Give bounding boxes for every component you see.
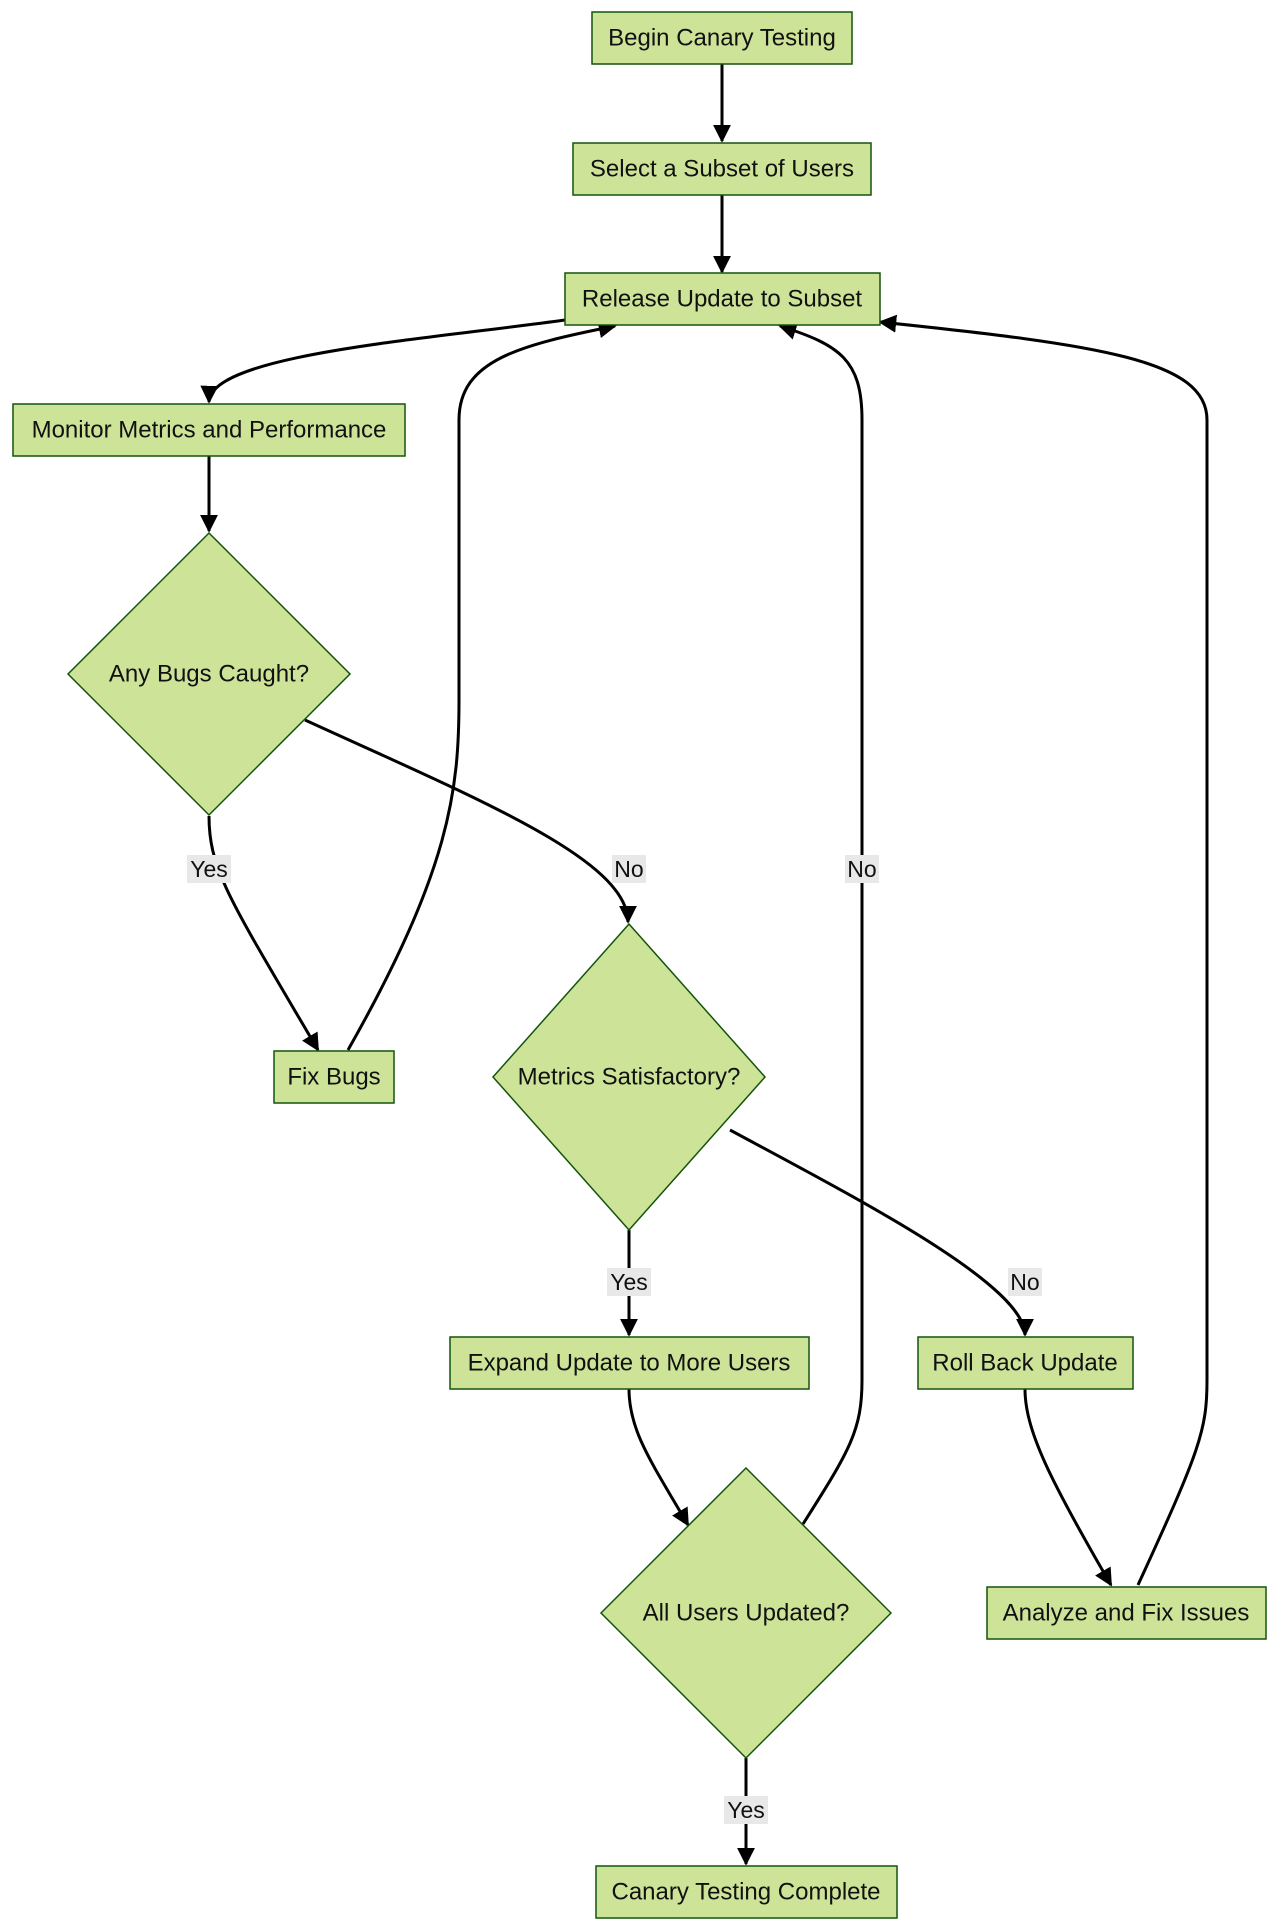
svg-text:Expand Update to More Users: Expand Update to More Users [468,1350,791,1377]
edge-rollback-to-analyze [1023,1388,1113,1587]
nodes: Begin Canary Testing Select a Subset of … [12,11,1267,1919]
svg-text:Select a Subset of Users: Select a Subset of Users [590,156,854,183]
node-metrics-decision: Metrics Satisfactory? [491,922,767,1232]
edge-release-to-monitor [200,318,566,404]
svg-text:Begin Canary Testing: Begin Canary Testing [608,25,836,52]
node-monitor-metrics: Monitor Metrics and Performance [12,403,406,457]
svg-text:No: No [614,856,643,882]
svg-text:Monitor Metrics and Performanc: Monitor Metrics and Performance [32,417,387,444]
edge-label-bugs-yes: Yes [187,855,231,883]
svg-text:All Users Updated?: All Users Updated? [643,1600,850,1627]
edge-label-bugs-no: No [612,855,646,883]
svg-text:Canary Testing Complete: Canary Testing Complete [611,1879,880,1906]
node-any-bugs-decision: Any Bugs Caught? [66,531,352,817]
node-roll-back-update: Roll Back Update [917,1336,1134,1390]
node-release-update: Release Update to Subset [564,272,881,326]
svg-text:Analyze and Fix Issues: Analyze and Fix Issues [1003,1600,1250,1627]
node-select-subset: Select a Subset of Users [572,142,872,196]
edge-label-metrics-yes: Yes [607,1268,651,1296]
svg-text:Roll Back Update: Roll Back Update [932,1350,1117,1377]
svg-text:Metrics Satisfactory?: Metrics Satisfactory? [518,1064,741,1091]
edge-bugs-yes-to-fix-bugs [207,815,320,1052]
edge-labels: Yes No No Yes No Yes [187,855,1042,1824]
svg-text:Fix Bugs: Fix Bugs [287,1064,380,1091]
svg-text:Yes: Yes [610,1269,648,1295]
edge-fix-bugs-to-release [346,320,617,1051]
svg-text:Release Update to Subset: Release Update to Subset [582,286,863,313]
edge-analyze-to-release [878,314,1209,1586]
node-expand-update: Expand Update to More Users [449,1336,810,1390]
svg-text:No: No [847,856,876,882]
node-canary-testing-complete: Canary Testing Complete [595,1865,898,1919]
node-fix-bugs: Fix Bugs [273,1050,395,1104]
svg-text:Yes: Yes [727,1797,765,1823]
edge-label-all-users-no: No [845,855,879,883]
svg-text:Yes: Yes [190,856,228,882]
edge-label-metrics-no: No [1008,1268,1042,1296]
edge-all-users-no-to-release [778,322,864,1525]
edge-bugs-no-to-metrics-decision [304,718,637,924]
svg-text:No: No [1010,1269,1039,1295]
node-all-users-decision: All Users Updated? [599,1466,893,1760]
edge-label-all-users-yes: Yes [724,1796,768,1824]
node-analyze-fix-issues: Analyze and Fix Issues [986,1586,1267,1640]
svg-text:Any Bugs Caught?: Any Bugs Caught? [109,661,309,688]
edge-expand-to-all-users-decision [627,1388,690,1527]
node-begin-canary-testing: Begin Canary Testing [591,11,853,65]
edge-metrics-no-to-rollback [729,1128,1034,1337]
